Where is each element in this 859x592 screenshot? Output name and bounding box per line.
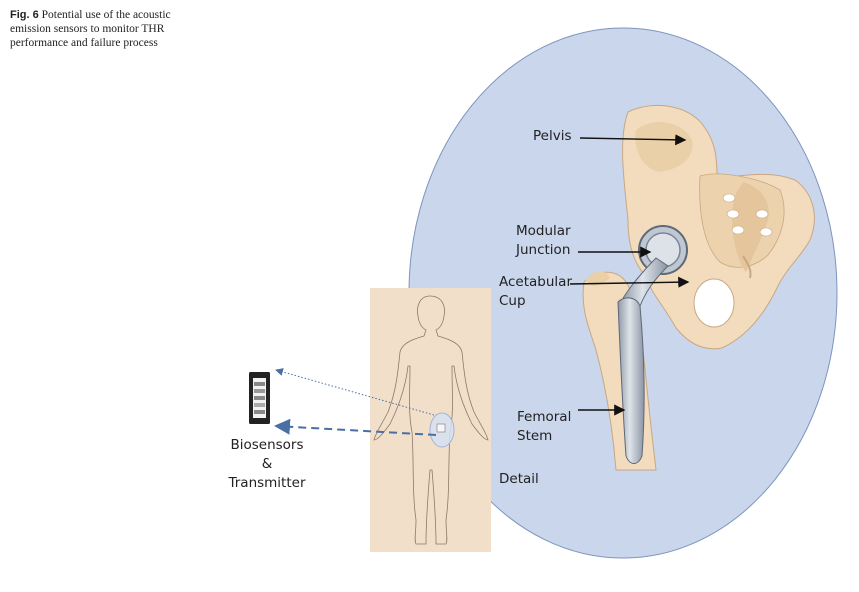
biosensors-label: Biosensors	[230, 437, 304, 453]
figure-label: Fig. 6	[10, 9, 39, 21]
femoral-label-line1: Femoral	[517, 409, 572, 425]
biosensor-device	[249, 372, 270, 424]
ampersand-label: &	[261, 456, 273, 472]
hip-implant	[617, 225, 688, 464]
transmitter-label: Transmitter	[228, 475, 306, 491]
pelvis-illustration	[622, 105, 815, 350]
modular-label-line2: Junction	[516, 242, 571, 258]
modular-label-line1: Modular	[516, 223, 571, 239]
human-silhouette	[373, 295, 489, 545]
body-panel	[370, 288, 491, 552]
acetabular-label-line1: Acetabular	[499, 274, 572, 290]
femoral-label-line2: Stem	[517, 428, 553, 444]
signal-arrow-dotted	[275, 368, 435, 416]
pelvis-label: Pelvis	[533, 128, 572, 144]
acetabular-cup-arrow	[569, 276, 690, 288]
figure-caption: Fig. 6 Potential use of the acoustic emi…	[10, 8, 210, 50]
hip-sensor-marker	[436, 423, 446, 433]
detail-label: Detail	[499, 471, 539, 487]
pelvis-arrow	[579, 134, 687, 146]
acetabular-label-line2: Cup	[499, 293, 526, 309]
signal-arrow-dashed	[274, 418, 437, 436]
figure-caption-text: Potential use of the acoustic emission s…	[10, 9, 171, 49]
